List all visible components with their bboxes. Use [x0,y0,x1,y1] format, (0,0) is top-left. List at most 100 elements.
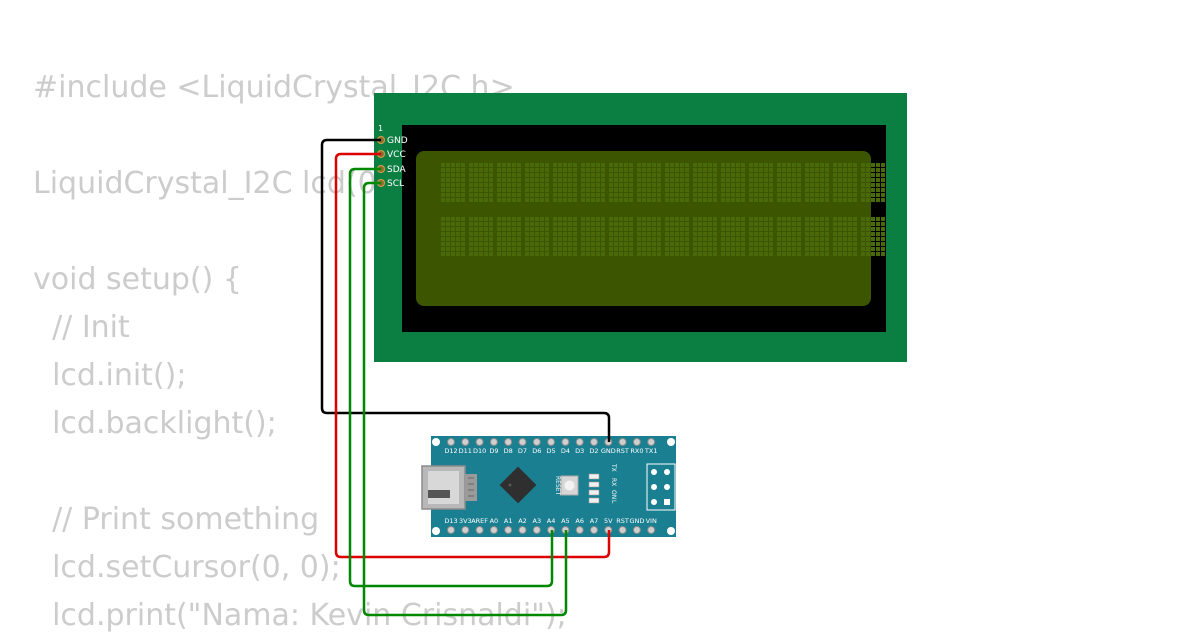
lcd-pixel [769,237,773,241]
wire-scl[interactable] [362,181,568,617]
lcd-pixel [497,252,501,256]
lcd-pixel [670,232,674,236]
lcd-pixel [474,178,478,182]
lcd-pixel [810,252,814,256]
lcd-pixel [497,227,501,231]
pin-hole[interactable] [504,526,513,534]
lcd-pixel [586,222,590,226]
pin-hole[interactable] [475,438,484,446]
pin-hole[interactable] [518,526,527,534]
pin-hole[interactable] [575,438,584,446]
pin-hole[interactable] [647,438,656,446]
lcd-pixel [591,163,595,167]
lcd-pixel [614,168,618,172]
lcd-pixel [825,178,829,182]
lcd-pixel [586,188,590,192]
lcd-pixel [792,173,796,177]
lcd-pixel [502,242,506,246]
lcd-pixel [609,247,613,251]
pin-hole[interactable] [461,438,470,446]
lcd-pixel [657,222,661,226]
lcd-pixel [693,178,697,182]
lcd-pixel [507,242,511,246]
pin-hole[interactable] [618,438,627,446]
lcd-pixel [833,168,837,172]
lcd-pixel [866,168,870,172]
lcd-pixel [787,178,791,182]
lcd-pixel [820,183,824,187]
lcd-pixel [573,173,577,177]
lcd-pixel [614,183,618,187]
lcd-pixel [675,227,679,231]
lcd-pin-label-vcc: VCC [387,150,406,160]
lcd-pixel [553,252,557,256]
pin-hole[interactable] [489,438,498,446]
pin-hole[interactable] [647,526,656,534]
lcd-pixel [553,168,557,172]
lcd-pixel [769,227,773,231]
lcd-pixel [731,188,735,192]
pin-hole[interactable] [547,438,556,446]
lcd-pixel [698,237,702,241]
lcd-pixel [456,168,460,172]
lcd-pixel [759,198,763,202]
lcd-pixel [479,252,483,256]
pin-hole[interactable] [447,526,455,534]
pin-hole[interactable] [447,438,455,446]
bottom-pin-label: A0 [490,517,499,525]
lcd-pixel [685,188,689,192]
pin-hole[interactable] [575,526,584,534]
wire-vcc[interactable] [334,152,611,559]
pin-hole[interactable] [561,438,570,446]
pin-hole[interactable] [618,526,627,534]
pin-hole[interactable] [475,526,484,534]
wire-gnd[interactable] [320,138,611,442]
lcd-pixel [820,188,824,192]
lcd-pixel [647,237,651,241]
lcd-pixel [698,198,702,202]
lcd-pixel [736,198,740,202]
pin-hole[interactable] [590,438,598,446]
lcd-pixel [853,168,857,172]
lcd-pixel [721,237,725,241]
pin-hole[interactable] [590,526,598,534]
lcd-pixel [721,193,725,197]
pin-hole[interactable] [504,438,513,446]
lcd-pixel [642,237,646,241]
pin-hole[interactable] [489,526,498,534]
pin-hole[interactable] [532,438,541,446]
lcd-pixel [642,217,646,221]
lcd-pixel [797,198,801,202]
pin-hole[interactable] [632,438,641,446]
lcd-pixel [881,227,885,231]
pin-hole[interactable] [518,438,527,446]
lcd-pixel [749,237,753,241]
pin-hole[interactable] [532,526,541,534]
lcd-pixel [805,252,809,256]
reset-button[interactable]: RESET [554,475,579,496]
lcd-pixel [469,217,473,221]
lcd-pixel [792,217,796,221]
lcd-display[interactable] [374,93,907,362]
lcd-pixel [573,242,577,246]
pin-hole[interactable] [461,526,470,534]
lcd-pixel [820,242,824,246]
lcd-pixel [754,183,758,187]
lcd-pixel [731,193,735,197]
lcd-pixel [708,173,712,177]
lcd-pixel [708,193,712,197]
lcd-pixel [866,188,870,192]
lcd-pixel [797,173,801,177]
lcd-pixel [749,198,753,202]
lcd-pixel [601,232,605,236]
pin-hole[interactable] [632,526,641,534]
lcd-pixel [881,247,885,251]
lcd-pixel [685,247,689,251]
lcd-pixel [820,193,824,197]
lcd-pixel [698,178,702,182]
lcd-pixel [670,247,674,251]
wire-sda[interactable] [348,167,554,588]
lcd-pixel [825,188,829,192]
lcd-pixel [805,222,809,226]
